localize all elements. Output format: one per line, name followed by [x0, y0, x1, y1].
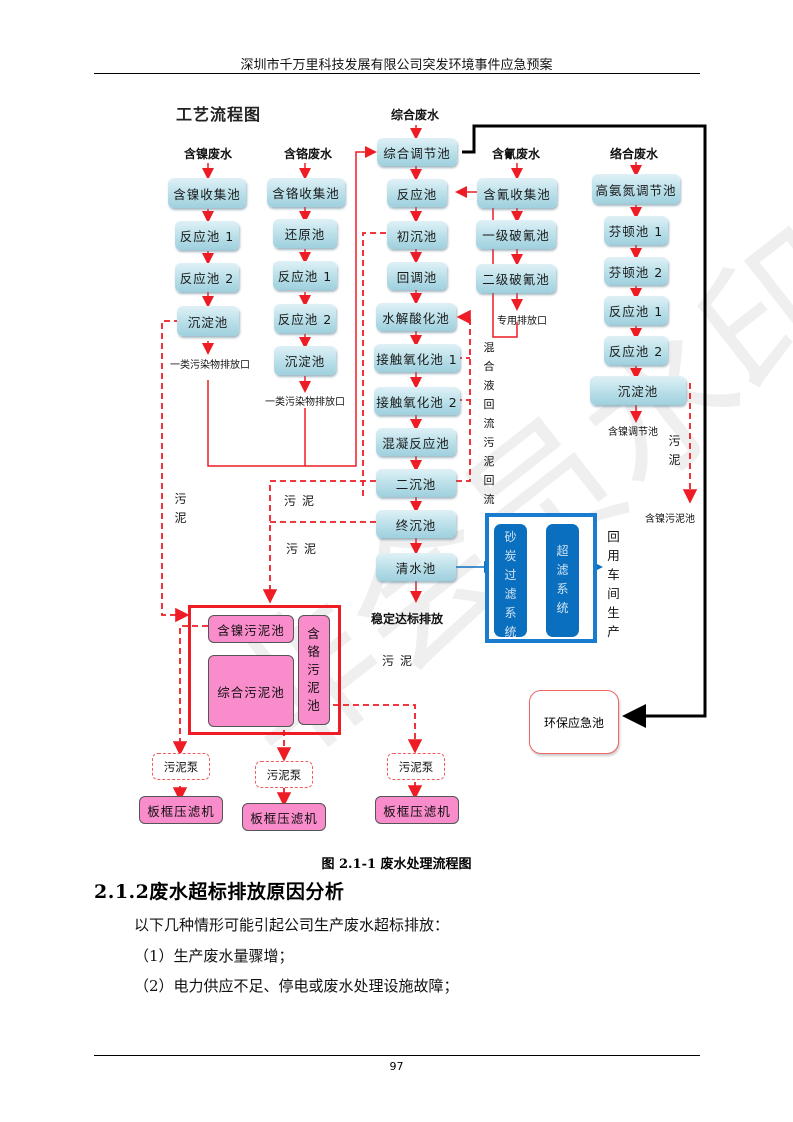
solid-arrows [202, 125, 642, 603]
sand-carbon-filter: 砂炭过滤系统 [494, 524, 527, 639]
cyanide-collection-tank: 含氰收集池 [477, 178, 557, 208]
primary-settling-tank: 初沉池 [387, 221, 447, 249]
cyanide-outlet: 专用排放口 [497, 316, 547, 327]
contact-oxidation-tank-1: 接触氧化池 1 [374, 344, 460, 372]
sludge-tank-group [188, 605, 341, 735]
main-reaction-tank: 反应池 [387, 179, 447, 207]
paragraph-item-1: （1）生产废水量骤增； [134, 947, 294, 965]
hydrolysis-acidification-tank: 水解酸化池 [376, 303, 456, 331]
reuse-label: 回用车间生产 [607, 529, 620, 639]
page-number: 97 [389, 1060, 404, 1073]
cyanide-breaking-tank-1: 一级破氰池 [476, 220, 556, 249]
paragraph-item-2: （2）电力供应不足、停电或废水处理设施故障； [134, 977, 459, 995]
chromium-settling-tank: 沉淀池 [274, 346, 336, 375]
coagulation-tank: 混凝反应池 [376, 428, 456, 456]
contact-oxidation-tank-2: 接触氧化池 2 [374, 387, 460, 415]
filter-press-1: 板框压滤机 [139, 796, 223, 824]
main-outlet: 稳定达标排放 [371, 612, 444, 626]
source-cyanide: 含氰废水 [492, 147, 541, 161]
reduction-tank: 还原池 [273, 219, 337, 248]
header-divider [94, 73, 700, 74]
nickel-outlet: 一类污染物排放口 [170, 360, 250, 371]
complex-outlet: 含镍调节池 [608, 427, 658, 438]
complex-reaction-tank-2: 反应池 2 [604, 336, 668, 365]
nickel-collection-tank: 含镍收集池 [168, 178, 246, 208]
figure-caption: 图 2.1-1 废水处理流程图 [321, 857, 472, 872]
chromium-collection-tank: 含铬收集池 [267, 178, 345, 207]
ultrafiltration-system: 超滤系统 [546, 524, 579, 637]
ph-adjust-tank: 回调池 [387, 262, 447, 290]
chromium-outlet: 一类污染物排放口 [265, 397, 345, 408]
section-title: 2.1.2废水超标排放原因分析 [94, 881, 345, 903]
high-ammonia-tank: 高氨氮调节池 [592, 174, 680, 204]
cyanide-breaking-tank-2: 二级破氰池 [476, 264, 556, 293]
source-combined: 综合废水 [391, 108, 440, 122]
document-header: 深圳市千万里科技发展有限公司突发环境事件应急预案 [240, 58, 553, 73]
secondary-settling-tank: 二沉池 [376, 469, 456, 497]
paragraph-intro: 以下几种情形可能引起公司生产废水超标排放： [134, 916, 450, 934]
sludge-label-1: 污泥 [284, 494, 321, 508]
nickel-sludge-tank: 含镍污泥池 [208, 615, 294, 643]
clear-water-tank: 清水池 [376, 553, 456, 581]
sludge-label-2: 污泥 [286, 542, 323, 556]
filter-press-3: 板框压滤机 [375, 796, 459, 824]
final-settling-tank: 终沉池 [376, 510, 456, 538]
emergency-pool: 环保应急池 [529, 690, 619, 754]
source-nickel: 含镍废水 [184, 147, 233, 161]
source-chromium: 含铬废水 [284, 147, 333, 161]
figure-heading: 工艺流程图 [176, 105, 262, 124]
chromium-reaction-tank-2: 反应池 2 [274, 304, 336, 333]
complex-sludge-destination: 含镍污泥池 [645, 514, 695, 525]
combined-sludge-tank: 综合污泥池 [208, 655, 294, 727]
chromium-sludge-tank: 含铬污泥池 [298, 615, 330, 725]
filter-press-2: 板框压滤机 [242, 803, 326, 831]
sludge-label-3: 污泥 [382, 654, 419, 668]
flow-connectors [161, 124, 707, 807]
nickel-settling-tank: 沉淀池 [177, 306, 239, 336]
footer-divider [94, 1055, 700, 1056]
sludge-pump-3: 污泥泵 [387, 753, 445, 780]
sludge-label-left: 污泥 [174, 492, 187, 525]
sludge-pump-2: 污泥泵 [255, 761, 313, 788]
complex-reaction-tank-1: 反应池 1 [604, 296, 668, 325]
nickel-reaction-tank-1: 反应池 1 [175, 221, 239, 250]
fenton-tank-1: 芬顿池 1 [604, 216, 668, 245]
fenton-tank-2: 芬顿池 2 [604, 257, 668, 285]
chromium-reaction-tank-1: 反应池 1 [273, 261, 337, 290]
nickel-reaction-tank-2: 反应池 2 [175, 263, 239, 292]
source-complex: 络合废水 [610, 147, 659, 161]
complex-settling-tank: 沉淀池 [590, 376, 686, 405]
combined-equalization-tank: 综合调节池 [377, 138, 457, 166]
reflux-label: 混合液回流污泥回流 [483, 341, 495, 506]
ultrafiltration-label: 超滤系统 [556, 544, 569, 615]
sludge-pump-1: 污泥泵 [152, 753, 210, 780]
sludge-label-right: 污泥 [668, 434, 681, 467]
sand-carbon-filter-label: 砂炭过滤系统 [504, 530, 517, 639]
